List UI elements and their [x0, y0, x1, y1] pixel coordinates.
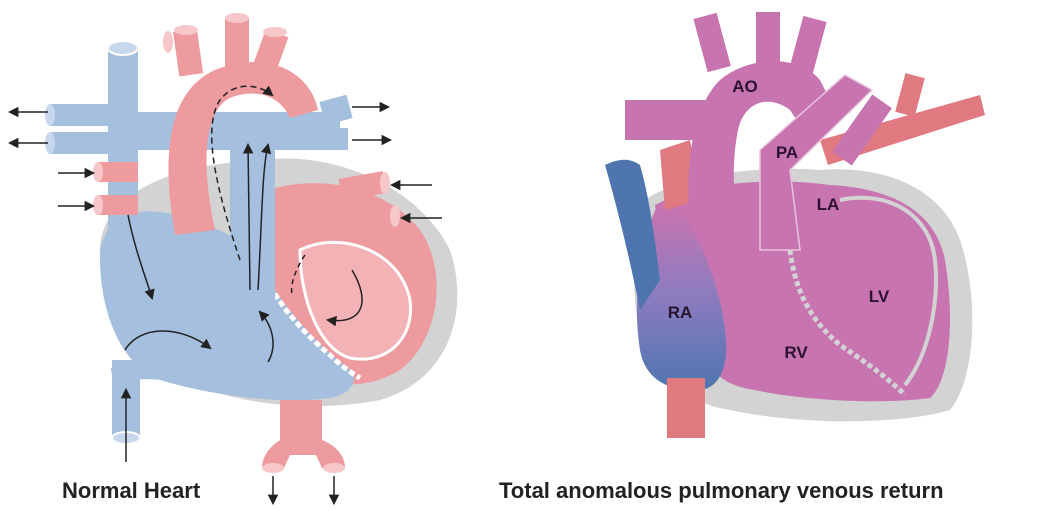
normal-pa-branch-left-upper-end: [45, 104, 55, 126]
normal-heart-caption: Normal Heart: [62, 478, 200, 504]
normal-pulmonary-vein-right-2: [340, 205, 395, 227]
tapvr-ivc: [667, 378, 705, 438]
normal-pulmonary-vein-right-2-end: [390, 205, 400, 227]
normal-pulmonary-vein-left-2: [98, 195, 138, 215]
tapvr-caption: Total anomalous pulmonary venous return: [499, 478, 944, 504]
normal-pulmonary-vein-left-1: [98, 162, 138, 182]
label-rv: RV: [784, 343, 808, 362]
normal-descending-aorta-end-2: [323, 463, 345, 473]
normal-descending-aorta-end-1: [262, 463, 284, 473]
tapvr-aorta-branch-1: [693, 13, 730, 72]
normal-svc-opening: [108, 41, 138, 55]
normal-pa-branch-left-upper: [50, 104, 115, 126]
normal-aorta-branch-3-end: [263, 27, 287, 37]
normal-pulmonary-trunk: [230, 130, 275, 300]
tapvr-aorta-branch-3: [789, 16, 826, 75]
tapvr-left-branch-lower: [625, 122, 705, 140]
normal-pa-right-upper: [319, 95, 352, 125]
label-la: LA: [817, 195, 840, 214]
tapvr-red-vessel-right-tip: [895, 73, 925, 117]
label-ra: RA: [668, 303, 693, 322]
tapvr-heart-figure: AO PA LA LV RA RV: [605, 12, 985, 438]
label-ao: AO: [732, 77, 758, 96]
normal-descending-aorta: [262, 400, 345, 468]
label-lv: LV: [869, 287, 890, 306]
label-pa: PA: [776, 143, 798, 162]
normal-heart-figure: [10, 13, 457, 503]
normal-pa-right-lower: [328, 128, 348, 150]
normal-aorta-side-end: [163, 31, 173, 53]
normal-aorta-branch-1: [173, 29, 203, 77]
normal-pulmonary-vein-right-1-end: [380, 172, 390, 194]
normal-pulmonary-vein-left-1-end: [93, 162, 103, 182]
normal-aorta-branch-2: [225, 18, 249, 68]
normal-ivc-hook: [112, 372, 195, 378]
normal-pa-branch-left-lower: [50, 132, 115, 154]
normal-aorta-branch-2-end: [225, 13, 249, 23]
tapvr-aorta-branch-2: [756, 12, 780, 67]
normal-pulmonary-vein-left-2-end: [93, 195, 103, 215]
tapvr-vertical-vein: [605, 160, 660, 310]
tapvr-left-branch-upper: [625, 100, 705, 122]
normal-aorta-branch-1-end: [174, 25, 198, 35]
